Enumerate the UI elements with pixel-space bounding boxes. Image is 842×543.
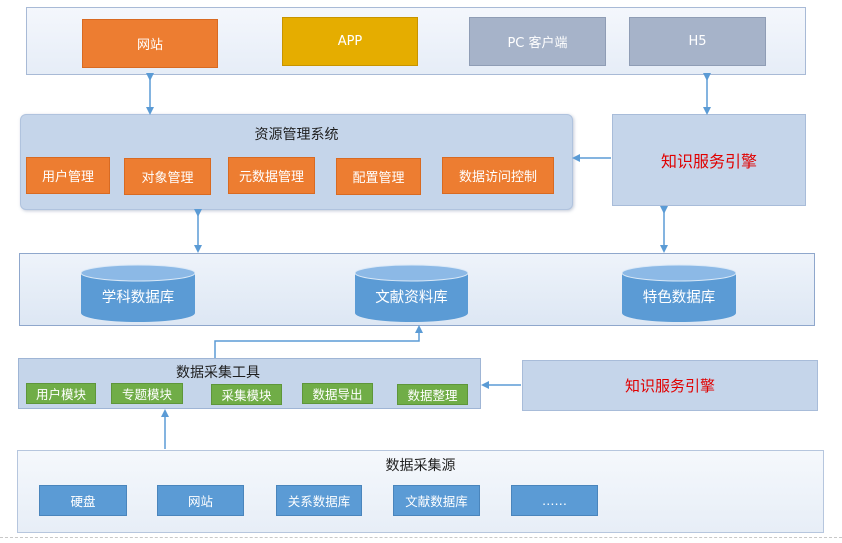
module-object-management[interactable]: 对象管理 [124,158,211,195]
module-config-management[interactable]: 配置管理 [336,158,421,195]
source-literature-db[interactable]: 文献数据库 [393,485,480,516]
db-literature-cylinder [354,264,469,322]
tool-module-topic[interactable]: 专题模块 [111,383,183,404]
client-h5[interactable]: H5 [629,17,766,66]
collection-tool-title: 数据采集工具 [176,365,260,381]
tool-module-organize[interactable]: 数据整理 [397,384,468,405]
knowledge-engine-top[interactable]: 知识服务引擎 [612,114,806,206]
tool-module-collect[interactable]: 采集模块 [211,384,282,405]
client-pc[interactable]: PC 客户端 [469,17,606,66]
module-metadata-management[interactable]: 元数据管理 [228,157,315,194]
db-special[interactable]: 特色数据库 [621,264,737,322]
collection-source-title: 数据采集源 [385,458,456,474]
db-subject-label: 学科数据库 [101,290,175,306]
source-hard-disk[interactable]: 硬盘 [39,485,127,516]
resource-management-title: 资源管理系统 [254,127,339,143]
source-relational-db[interactable]: 关系数据库 [276,485,362,516]
db-special-label: 特色数据库 [642,290,716,306]
db-special-cylinder [621,264,737,322]
source-more[interactable]: …… [511,485,598,516]
db-literature[interactable]: 文献资料库 [354,264,469,322]
arrow-tool-db [214,325,423,358]
client-app[interactable]: APP [282,17,418,66]
tool-module-user[interactable]: 用户模块 [26,383,96,404]
db-subject-cylinder [80,264,196,322]
db-subject[interactable]: 学科数据库 [80,264,196,322]
knowledge-engine-bottom[interactable]: 知识服务引擎 [522,360,818,411]
tool-module-export[interactable]: 数据导出 [302,383,373,404]
bottom-divider [0,537,842,538]
db-literature-label: 文献资料库 [375,290,448,306]
module-user-management[interactable]: 用户管理 [26,157,110,194]
source-website[interactable]: 网站 [157,485,244,516]
client-website[interactable]: 网站 [82,19,218,68]
module-data-access-control[interactable]: 数据访问控制 [442,157,554,194]
